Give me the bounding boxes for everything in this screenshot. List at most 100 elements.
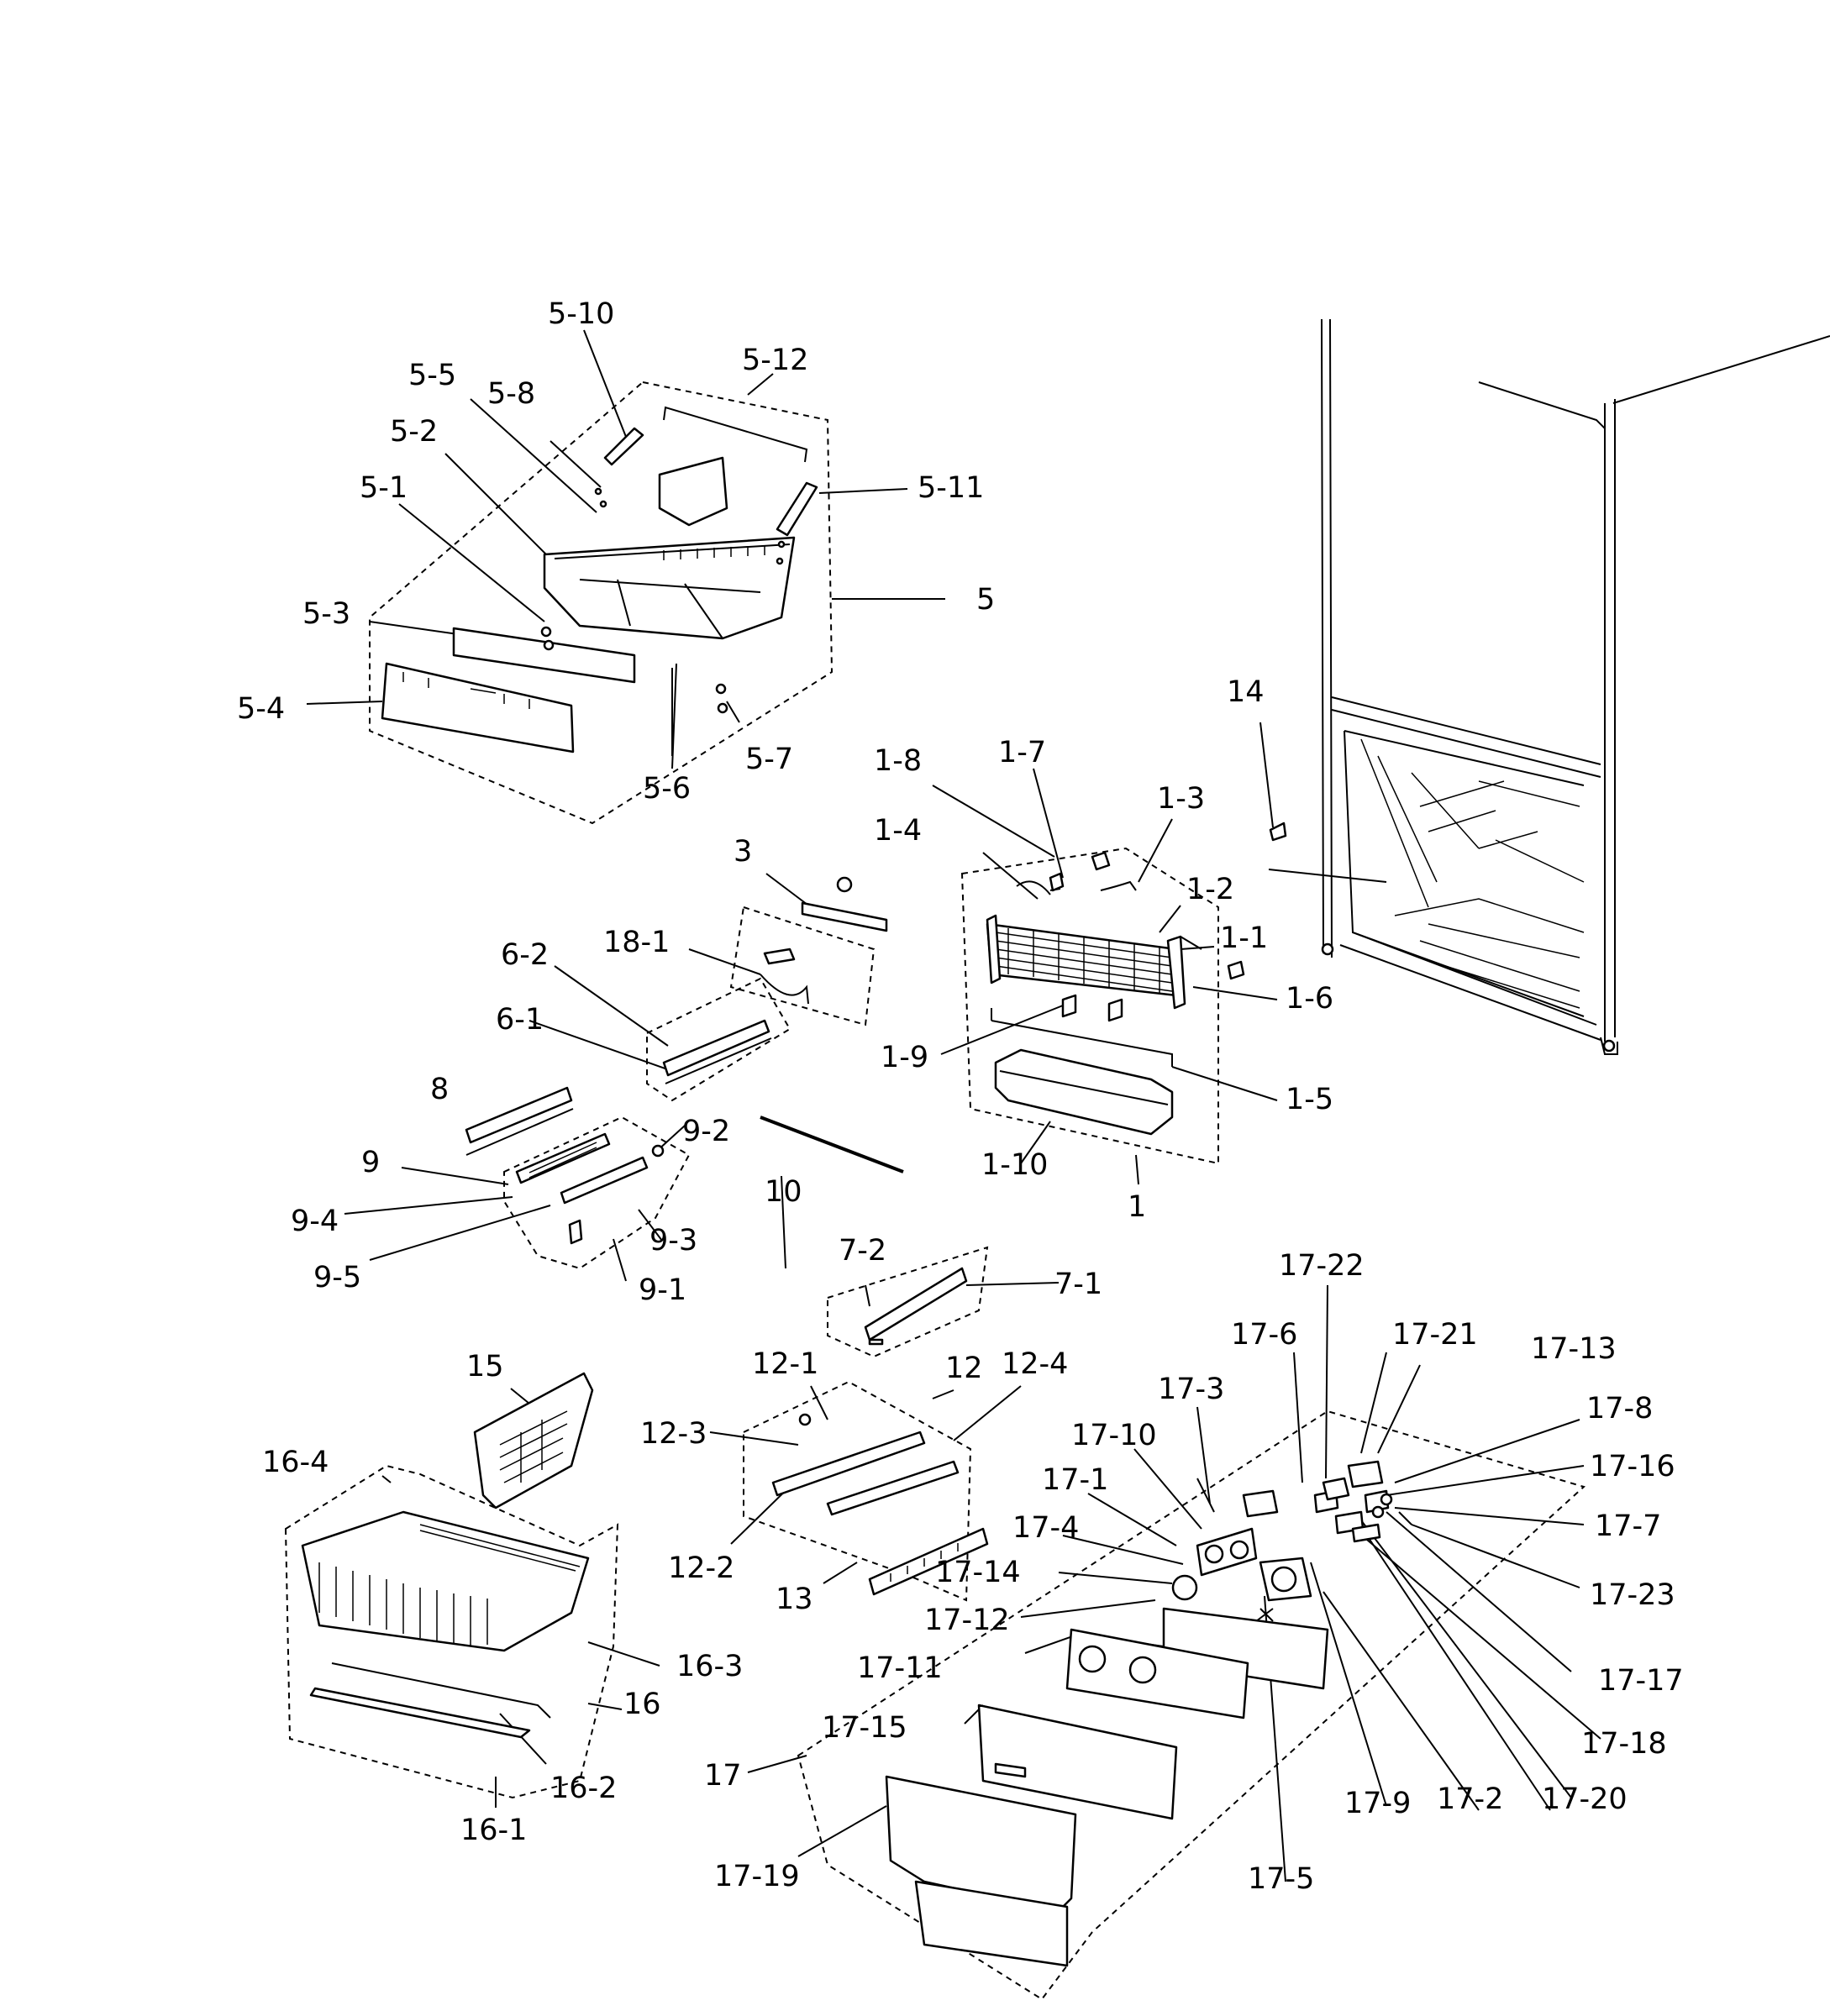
outline-group-7: [827, 1246, 989, 1358]
part-18-1-sensor: [760, 948, 809, 1005]
label-17-13: 17-13: [1531, 1332, 1617, 1366]
label-17-16: 17-16: [1590, 1450, 1675, 1483]
part-12-assembly: [771, 1413, 989, 1596]
label-5: 5: [976, 583, 995, 617]
label-17-7: 17-7: [1595, 1509, 1661, 1543]
label-15: 15: [466, 1350, 504, 1383]
label-17-1: 17-1: [1042, 1463, 1108, 1497]
label-1-2: 1-2: [1186, 873, 1234, 906]
leader-lines: [306, 329, 1601, 1882]
label-5-4: 5-4: [237, 692, 285, 726]
part-14: [1269, 822, 1287, 842]
group-outlines: [284, 381, 1585, 2001]
label-13: 13: [776, 1583, 813, 1616]
label-1-9: 1-9: [881, 1041, 928, 1074]
label-17-2: 17-2: [1437, 1782, 1503, 1816]
label-17-6: 17-6: [1231, 1318, 1297, 1352]
label-17-21: 17-21: [1392, 1318, 1478, 1352]
label-17-20: 17-20: [1542, 1782, 1628, 1816]
label-17-8: 17-8: [1586, 1392, 1653, 1425]
label-17-17: 17-17: [1598, 1664, 1684, 1698]
label-1-6: 1-6: [1286, 982, 1333, 1016]
outline-group-9: [503, 1116, 691, 1270]
label-17-3: 17-3: [1158, 1373, 1224, 1406]
label-5-11: 5-11: [918, 471, 984, 505]
label-17-18: 17-18: [1581, 1727, 1667, 1761]
part-5-crisper-assembly: [381, 406, 818, 756]
label-1-5: 1-5: [1286, 1083, 1333, 1116]
label-1-10: 1-10: [981, 1148, 1048, 1182]
label-1-3: 1-3: [1157, 782, 1205, 816]
label-5-5: 5-5: [408, 359, 456, 392]
label-3: 3: [734, 835, 752, 869]
label-8: 8: [430, 1073, 449, 1106]
label-12-2: 12-2: [668, 1551, 734, 1585]
outline-group-16: [284, 1464, 619, 1799]
label-5-10: 5-10: [548, 297, 614, 331]
outline-group-17: [797, 1410, 1585, 2001]
part-17-assembly: [885, 1460, 1412, 1967]
label-5-12: 5-12: [742, 344, 808, 377]
label-17: 17: [704, 1759, 742, 1793]
part-6-1-rail: [662, 1019, 770, 1077]
label-5-3: 5-3: [302, 597, 350, 631]
label-17-23: 17-23: [1590, 1578, 1675, 1612]
label-9-5: 9-5: [313, 1261, 361, 1294]
label-9-4: 9-4: [291, 1205, 339, 1238]
label-16-2: 16-2: [550, 1772, 617, 1805]
label-12-3: 12-3: [640, 1417, 707, 1451]
outline-group-18-1: [729, 906, 876, 1026]
label-9-3: 9-3: [649, 1224, 697, 1257]
label-5-2: 5-2: [390, 415, 438, 449]
cabinet: [1321, 318, 1830, 1055]
label-1: 1: [1128, 1190, 1146, 1224]
label-5-7: 5-7: [745, 743, 793, 776]
parts: [301, 318, 1830, 1967]
label-16: 16: [623, 1688, 661, 1721]
outline-group-12: [743, 1380, 972, 1602]
label-1-7: 1-7: [998, 736, 1046, 769]
label-5-8: 5-8: [487, 377, 535, 411]
label-9-1: 9-1: [639, 1273, 686, 1307]
label-9-2: 9-2: [682, 1115, 730, 1148]
label-17-12: 17-12: [924, 1604, 1010, 1637]
label-17-15: 17-15: [822, 1711, 907, 1745]
outline-group-5: [369, 381, 833, 825]
label-9: 9: [361, 1146, 380, 1179]
label-17-11: 17-11: [857, 1651, 943, 1685]
label-17-5: 17-5: [1248, 1862, 1314, 1896]
label-16-4: 16-4: [262, 1446, 329, 1479]
label-17-9: 17-9: [1344, 1787, 1411, 1820]
label-14: 14: [1227, 675, 1265, 709]
label-5-6: 5-6: [643, 772, 691, 806]
label-7-2: 7-2: [839, 1234, 886, 1268]
label-17-14: 17-14: [935, 1556, 1021, 1589]
part-1-evaporator-assembly: [986, 851, 1245, 1136]
label-1-1: 1-1: [1220, 921, 1268, 955]
outline-group-6: [646, 977, 791, 1102]
label-17-10: 17-10: [1071, 1419, 1157, 1452]
label-16-3: 16-3: [676, 1650, 743, 1683]
label-6-2: 6-2: [501, 938, 549, 972]
part-9-assembly: [515, 1132, 665, 1245]
label-12-4: 12-4: [1002, 1347, 1068, 1381]
outline-group-1: [960, 847, 1219, 1165]
label-12-1: 12-1: [752, 1347, 818, 1381]
label-7-1: 7-1: [1054, 1268, 1102, 1301]
label-16-1: 16-1: [460, 1814, 527, 1847]
part-8-rail: [465, 1086, 573, 1144]
part-3-light: [801, 876, 888, 932]
label-5-1: 5-1: [360, 471, 408, 505]
part-16-basket: [301, 1510, 590, 1739]
label-10: 10: [765, 1175, 802, 1209]
part-10-strip: [760, 1116, 904, 1173]
label-18-1: 18-1: [603, 926, 670, 959]
label-1-4: 1-4: [874, 814, 922, 848]
label-17-4: 17-4: [1012, 1511, 1079, 1545]
part-15-cover: [473, 1372, 594, 1509]
callout-labels: 5-10 5-12 5-5 5-8 5-2 5-1 5-11 5 5-3 5-4…: [237, 297, 1684, 1896]
label-17-22: 17-22: [1279, 1249, 1365, 1283]
label-1-8: 1-8: [874, 744, 922, 778]
